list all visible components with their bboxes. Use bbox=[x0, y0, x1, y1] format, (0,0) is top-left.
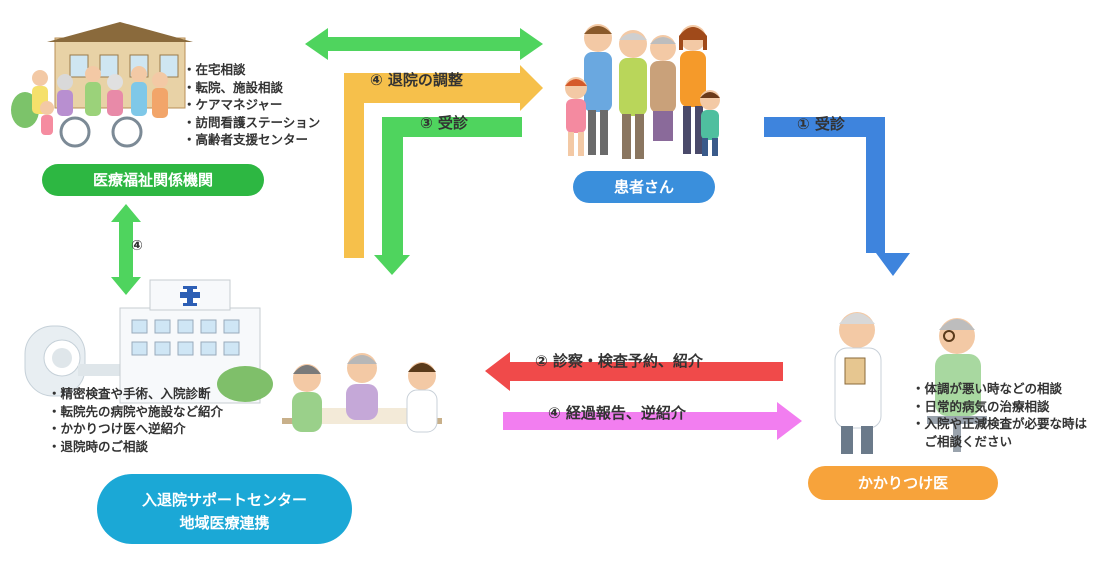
list-item: ケアマネジャー bbox=[183, 96, 320, 114]
list-item: 退院時のご相談 bbox=[48, 438, 223, 456]
family-doctor-label: かかりつけ医 bbox=[808, 466, 998, 500]
consult-1-label: ① 受診 bbox=[797, 115, 845, 133]
exam-booking-label: ② 診察・検査予約、紹介 bbox=[535, 352, 703, 370]
center-services-list: 精密検査や手術、入院診断 転院先の病院や施設など紹介 かかりつけ医へ逆紹介 退院… bbox=[48, 385, 224, 456]
list-item: かかりつけ医へ逆紹介 bbox=[48, 420, 223, 438]
consult-3-label: ③ 受診 bbox=[420, 114, 468, 132]
patient-label: 患者さん bbox=[573, 171, 715, 203]
list-item: 在宅相談 bbox=[183, 61, 320, 79]
support-center-label: 入退院サポートセンター 地域医療連携 bbox=[97, 474, 352, 544]
support-center-title: 入退院サポートセンター bbox=[141, 491, 307, 509]
list-item: 転院、施設相談 bbox=[183, 79, 320, 97]
list-item: 訪問看護ステーション bbox=[183, 114, 321, 132]
list-item: 入院や正減検査が必要な時は bbox=[912, 415, 1088, 433]
welfare-center-label: ④ bbox=[131, 238, 143, 254]
list-item: 転院先の病院や施設など紹介 bbox=[48, 403, 224, 421]
list-item-continuation: ご相談ください bbox=[912, 433, 1087, 451]
welfare-facility-illustration bbox=[11, 22, 193, 148]
list-item: 日常的病気の治療相談 bbox=[912, 398, 1087, 416]
consultation-illustration bbox=[282, 353, 442, 433]
list-item-text: ご相談ください bbox=[924, 433, 1013, 449]
list-item: 精密検査や手術、入院診断 bbox=[48, 385, 223, 403]
doctor-services-list: 体調が悪い時などの相談 日常的病気の治療相談 入院や正減検査が必要な時は ご相談… bbox=[912, 380, 1088, 451]
welfare-services-list: 在宅相談 転院、施設相談 ケアマネジャー 訪問看護ステーション 高齢者支援センタ… bbox=[183, 61, 321, 149]
progress-report-label: ④ 経過報告、逆紹介 bbox=[548, 404, 686, 422]
support-center-subtitle: 地域医療連携 bbox=[179, 514, 270, 532]
welfare-institutions-label: 医療福祉関係機関 bbox=[42, 164, 264, 196]
list-item: 体調が悪い時などの相談 bbox=[912, 380, 1087, 398]
family-illustration bbox=[565, 24, 720, 159]
discharge-adjust-label: ④ 退院の調整 bbox=[370, 71, 463, 89]
list-item: 高齢者支援センター bbox=[183, 131, 320, 149]
